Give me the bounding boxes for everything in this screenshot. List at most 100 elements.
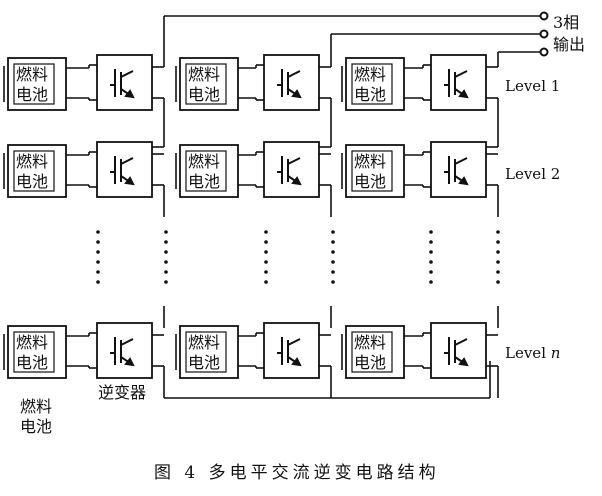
igbt-arrow [124,357,135,367]
fuel-cell-label-line2: 电池 [188,85,220,104]
ellipsis-dot [264,260,268,264]
fuel-cell-label-box [185,63,227,105]
ellipsis-dot [496,250,500,254]
ellipsis-dot [96,250,100,254]
inverter-box [430,54,487,111]
ellipsis-dot [164,230,168,234]
ellipsis-dot [96,260,100,264]
ellipsis-dot [429,280,433,284]
ellipsis-dot [96,270,100,274]
igbt-collector [454,157,468,165]
ellipsis-dot [164,260,168,264]
ellipsis-dot [264,240,268,244]
fuel-cell-label-box [351,331,393,373]
fuel-cell-label-line1: 燃料 [188,152,220,171]
level-1-label: Level 1 [505,77,560,95]
fuel-cell-label-line2: 电池 [16,85,48,104]
igbt-collector [287,338,301,346]
fuel-cell-label-box [185,331,227,373]
igbt-icon [277,337,302,367]
igbt-icon [277,69,302,99]
ellipsis-dot [96,240,100,244]
ellipsis-dot [164,250,168,254]
fuel-cell-label-line2: 电池 [188,172,220,191]
output-label-line1: 3相 [553,13,579,32]
fuel-cell-label-line1: 燃料 [354,333,386,352]
output-label-line2: 输出 [553,35,585,54]
igbt-icon [277,156,302,186]
inverter-box [96,54,153,111]
igbt-arrow [124,176,135,186]
inverter-box [96,141,153,198]
igbt-collector [454,338,468,346]
ellipsis-dot [429,240,433,244]
ellipsis-dot [496,270,500,274]
fuel-cell-label-line2: 电池 [354,172,386,191]
fuel-cell-label-line2: 电池 [16,353,48,372]
fuel-cell-label-line2: 电池 [354,353,386,372]
fuel-cell-label-box [185,150,227,192]
ellipsis-dot [164,240,168,244]
level-n-italic: n [551,344,561,362]
igbt-arrow [291,176,302,186]
ellipsis-dot [429,270,433,274]
ellipsis-dot [331,270,335,274]
inverter-box [96,322,153,379]
fuel-cell-label-line2: 电池 [16,172,48,191]
igbt-icon [110,156,135,186]
fuel-cell-label-line1: 燃料 [16,65,48,84]
level-n-text: Level [505,344,551,362]
ellipsis-dots [96,230,500,284]
igbt-arrow [291,89,302,99]
ellipsis-dot [429,260,433,264]
fuel-cell-label-line1: 燃料 [188,333,220,352]
ellipsis-dot [331,280,335,284]
igbt-icon [110,337,135,367]
igbt-arrow [458,176,469,186]
level-2-label: Level 2 [505,165,560,183]
ellipsis-dot [264,270,268,274]
wiring [3,15,540,399]
fuel-cell-annotation-line2: 电池 [20,417,52,436]
ellipsis-dot [164,280,168,284]
ellipsis-dot [264,250,268,254]
fuel-cell-label-line2: 电池 [354,85,386,104]
ellipsis-dot [496,240,500,244]
output-terminals [539,11,549,57]
fuel-cell-label-box [13,331,55,373]
ellipsis-dot [96,280,100,284]
igbt-collector [287,70,301,78]
ellipsis-dot [496,260,500,264]
ellipsis-dot [496,280,500,284]
ellipsis-dot [331,250,335,254]
figure-caption: 图 4 多电平交流逆变电路结构 [154,463,440,483]
ellipsis-dot [331,260,335,264]
fuel-cell-annotation-line1: 燃料 [20,397,52,416]
igbt-collector [120,338,134,346]
ellipsis-dot [429,230,433,234]
igbt-icon [444,156,469,186]
ellipsis-dot [429,250,433,254]
igbt-collector [454,70,468,78]
level-n-label: Level n [505,344,560,362]
fuel-cell-label-box [13,150,55,192]
ellipsis-dot [96,230,100,234]
inverter-box [263,54,320,111]
igbt-arrow [458,357,469,367]
igbt-arrow [458,89,469,99]
inverter-annotation: 逆变器 [98,383,146,402]
inverter-box [430,322,487,379]
fuel-cell-label-line1: 燃料 [354,65,386,84]
fuel-cell-label-line1: 燃料 [354,152,386,171]
fuel-cell-label-box [351,63,393,105]
fuel-cell-label-line1: 燃料 [16,152,48,171]
igbt-arrow [124,89,135,99]
ellipsis-dot [164,270,168,274]
